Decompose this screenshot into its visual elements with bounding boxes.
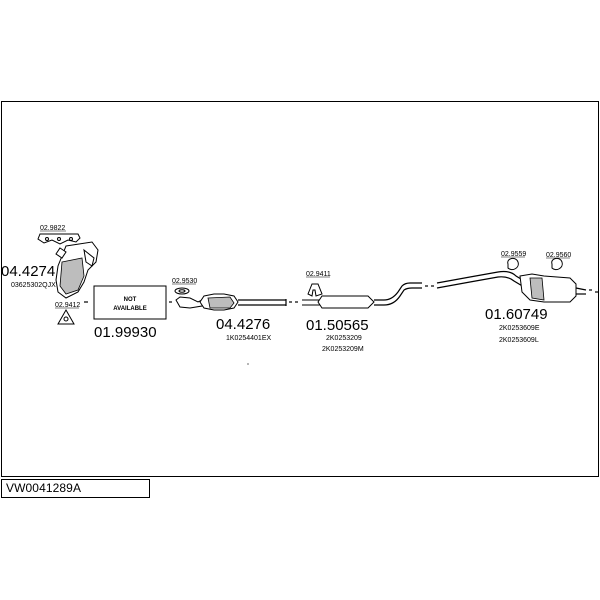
rear-hanger-1-part[interactable] — [507, 257, 519, 271]
diagram-code: VW0041289A — [6, 481, 82, 495]
manifold-oem-number: 03625302QJX — [11, 282, 56, 289]
middle-hanger-number: 02.9411 — [306, 271, 331, 278]
not-available-box: NOT AVAILABLE — [93, 285, 167, 320]
catalyst-part[interactable] — [175, 293, 287, 311]
front-flange-number: 02.9530 — [172, 278, 197, 285]
rear-silencer-part[interactable] — [436, 270, 598, 303]
not-available-line1: NOT — [124, 297, 137, 303]
middle-silencer-oem-2: 2K0253209M — [322, 346, 364, 353]
catalyst-part-number: 04.4276 — [216, 316, 270, 333]
rear-silencer-oem-2: 2K0253609L — [499, 337, 539, 344]
rear-hanger-2-number: 02.9560 — [546, 252, 571, 259]
rear-hanger-1-number: 02.9559 — [501, 251, 526, 258]
diagram-frame — [1, 101, 599, 477]
middle-silencer-part-number: 01.50565 — [306, 317, 369, 334]
manifold-mount-number: 02.9412 — [55, 302, 80, 309]
manifold-part-number: 04.4274 — [1, 263, 55, 280]
manifold-catalyst-part[interactable] — [55, 241, 99, 299]
middle-silencer-oem-1: 2K0253209 — [326, 335, 362, 342]
rear-silencer-oem-1: 2K0253609E — [499, 325, 540, 332]
not-available-line2: AVAILABLE — [113, 306, 146, 312]
manifold-gasket-part[interactable] — [37, 233, 81, 245]
missing-part-number: 01.99930 — [94, 324, 157, 341]
middle-hanger-part[interactable] — [307, 283, 323, 297]
catalyst-oem-number: 1K0254401EX — [226, 335, 271, 342]
manifold-gasket-number: 02.9822 — [40, 225, 65, 232]
diagram-code-box: VW0041289A — [1, 479, 150, 498]
middle-silencer-part[interactable] — [302, 282, 422, 309]
manifold-mount-part[interactable] — [57, 308, 75, 325]
rear-hanger-2-part[interactable] — [551, 257, 563, 271]
rear-silencer-part-number: 01.60749 — [485, 306, 548, 323]
front-flange-part[interactable] — [174, 287, 190, 295]
